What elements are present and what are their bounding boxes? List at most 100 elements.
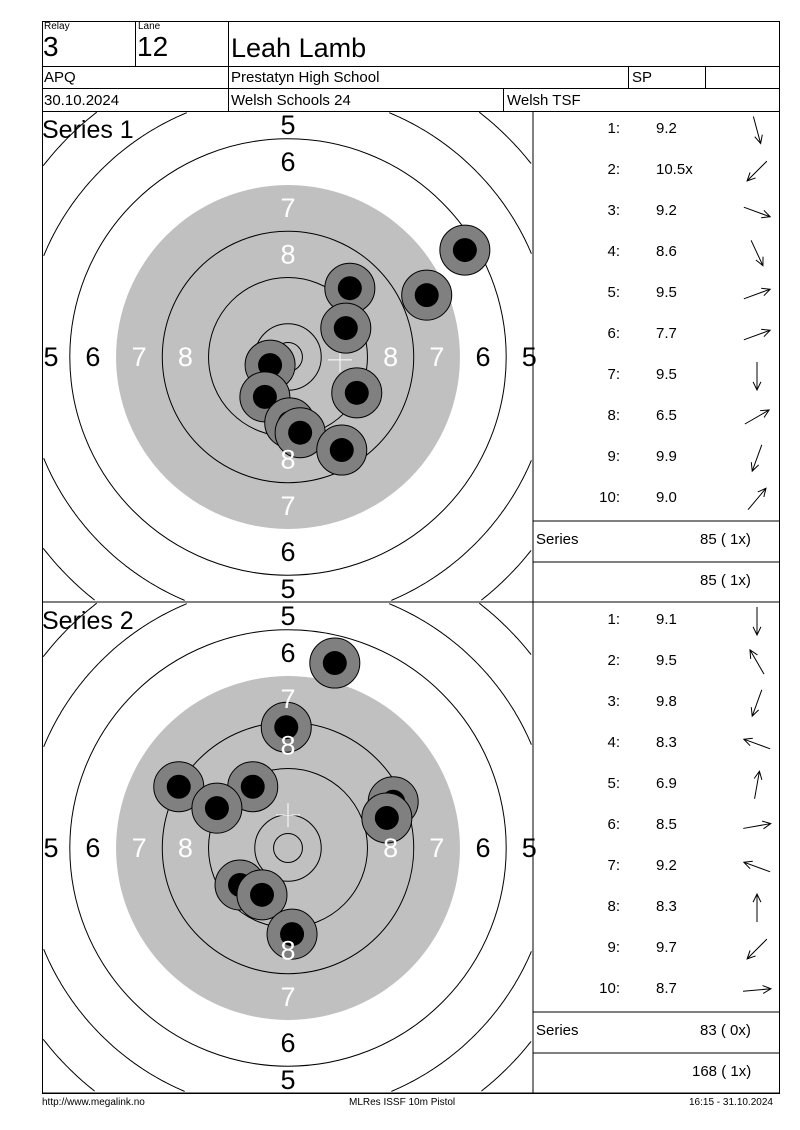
- ring-label-8: 8: [280, 239, 295, 269]
- shot-number: 8:: [607, 898, 620, 915]
- divider: [628, 66, 629, 89]
- organiser: Welsh TSF: [507, 92, 581, 109]
- running-total: 85 ( 1x): [700, 572, 751, 589]
- shot-row: 10: 8.7: [534, 980, 779, 1002]
- shot-number: 9:: [607, 939, 620, 956]
- direction-arrow-icon: [743, 985, 773, 994]
- shot-score: 10.5x: [656, 161, 693, 178]
- shot-number: 6:: [607, 816, 620, 833]
- divider: [42, 66, 780, 67]
- ring-label-8: 8: [383, 342, 398, 372]
- shot-score: 9.1: [656, 611, 677, 628]
- direction-arrow-icon: [750, 444, 763, 473]
- ring-label-7: 7: [132, 342, 147, 372]
- footer-timestamp: 16:15 - 31.10.2024: [689, 1097, 773, 1108]
- shot-row: 6: 7.7: [534, 325, 779, 347]
- shot-score: 9.2: [656, 120, 677, 137]
- shot-center-5: [258, 353, 283, 378]
- shot-number: 4:: [607, 734, 620, 751]
- ring-label-5: 5: [280, 601, 295, 631]
- shot-score: 9.0: [656, 489, 677, 506]
- shot-center-1: [322, 651, 347, 676]
- shot-score: 9.8: [656, 693, 677, 710]
- ring-label-8: 8: [280, 730, 295, 760]
- shot-row: 1: 9.2: [534, 120, 779, 142]
- ring-label-6: 6: [85, 833, 100, 863]
- divider: [135, 21, 136, 67]
- ring-5: [43, 112, 532, 601]
- relay-label: Relay: [44, 21, 70, 32]
- direction-arrow-icon: [747, 487, 767, 511]
- divider: [503, 88, 504, 111]
- relay-value: 3: [43, 31, 59, 62]
- series-total: 83 ( 0x): [700, 1022, 751, 1039]
- direction-arrow-icon: [742, 737, 771, 750]
- ring-label-5: 5: [43, 342, 58, 372]
- ring-label-5: 5: [43, 833, 58, 863]
- shot-number: 1:: [607, 120, 620, 137]
- direction-arrow-icon: [743, 206, 772, 219]
- ring-label-8: 8: [178, 833, 193, 863]
- shot-center-2: [414, 283, 439, 308]
- series-label: Series: [536, 531, 579, 548]
- shot-number: 10:: [599, 489, 620, 506]
- shot-row: 5: 6.9: [534, 775, 779, 797]
- shot-number: 5:: [607, 284, 620, 301]
- category: SP: [632, 69, 653, 86]
- divider: [705, 66, 706, 89]
- shot-score: 8.7: [656, 980, 677, 997]
- shot-score: 8.6: [656, 243, 677, 260]
- shot-score: 8.3: [656, 898, 677, 915]
- shot-row: 3: 9.8: [534, 693, 779, 715]
- shot-row: 8: 8.3: [534, 898, 779, 920]
- divider: [42, 88, 780, 89]
- direction-arrow-icon: [746, 160, 768, 182]
- shot-row: 2: 10.5x: [534, 161, 779, 183]
- direction-arrow-icon: [743, 328, 772, 341]
- ring-label-7: 7: [280, 982, 295, 1012]
- ring-label-6: 6: [85, 342, 100, 372]
- ring-label-8: 8: [178, 342, 193, 372]
- direction-arrow-icon: [744, 409, 771, 425]
- ring-6: [69, 138, 507, 576]
- direction-arrow-icon: [743, 287, 772, 300]
- shot-score: 8.5: [656, 816, 677, 833]
- shot-row: 2: 9.5: [534, 652, 779, 674]
- ring-label-7: 7: [280, 491, 295, 521]
- direction-arrow-icon: [750, 689, 763, 718]
- shot-score: 9.5: [656, 366, 677, 383]
- ring-label-6: 6: [476, 833, 491, 863]
- footer-program: MLRes ISSF 10m Pistol: [349, 1097, 456, 1108]
- shot-row: 10: 9.0: [534, 489, 779, 511]
- series-label: Series: [536, 1022, 579, 1039]
- shot-score: 9.2: [656, 857, 677, 874]
- shot-center-7: [344, 380, 369, 405]
- ring-label-8: 8: [280, 445, 295, 475]
- divider: [228, 21, 229, 111]
- ring-label-8: 8: [383, 833, 398, 863]
- shot-center-9: [288, 420, 313, 445]
- inner-ten: [273, 833, 303, 863]
- shot-score: 6.9: [656, 775, 677, 792]
- ring-5: [43, 603, 532, 1092]
- ring-label-5: 5: [280, 1065, 295, 1095]
- ring-label-7: 7: [280, 684, 295, 714]
- event: Welsh Schools 24: [231, 92, 351, 109]
- shot-row: 7: 9.2: [534, 857, 779, 879]
- shot-row: 8: 6.5: [534, 407, 779, 429]
- shot-center-7: [374, 805, 399, 830]
- shot-number: 8:: [607, 407, 620, 424]
- shot-number: 3:: [607, 693, 620, 710]
- direction-arrow-icon: [746, 938, 768, 960]
- shot-center-9: [249, 882, 274, 907]
- shot-score: 9.5: [656, 284, 677, 301]
- direction-arrow-icon: [752, 892, 762, 922]
- footer-url[interactable]: http://www.megalink.no: [42, 1097, 145, 1108]
- shooter-name: Leah Lamb: [231, 33, 367, 63]
- ring-label-6: 6: [280, 147, 295, 177]
- shot-score: 9.9: [656, 448, 677, 465]
- shot-score: 9.2: [656, 202, 677, 219]
